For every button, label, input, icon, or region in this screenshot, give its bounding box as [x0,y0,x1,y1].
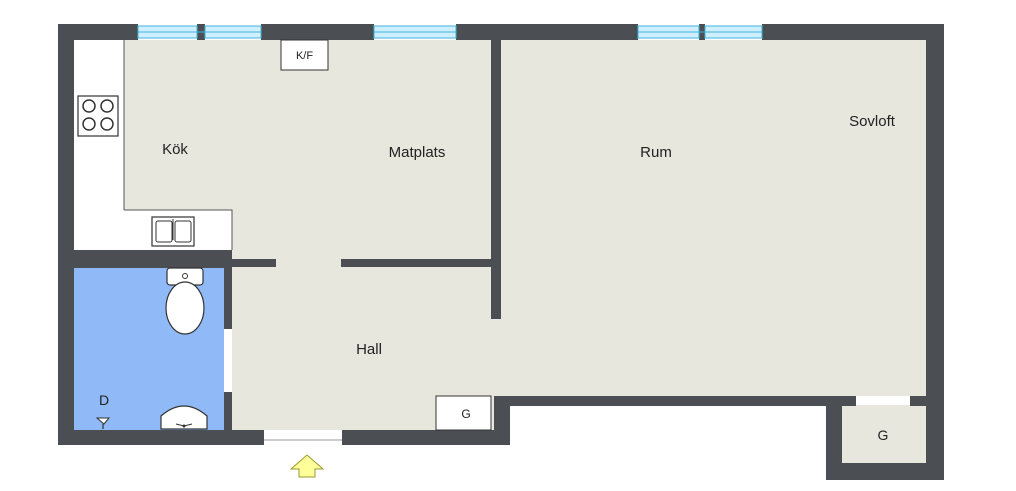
shower-icon [95,417,111,429]
floor-main [124,40,926,430]
wardrobe-hall: G [435,395,492,431]
room-label-kitchen: Kök [162,141,188,158]
room-label-hall: Hall [356,341,382,358]
fridge-freezer-label: K/F [296,50,313,62]
room-label-shower: D [99,392,109,408]
walls [58,24,944,480]
toilet-icon [165,267,205,335]
kitchen-sink-icon [151,216,195,247]
fridge-freezer: K/F [280,39,329,71]
room-label-room: Rum [640,144,672,161]
floor-closet-right [842,405,926,463]
wardrobe-hall-label: G [461,407,470,421]
room-label-loft: Sovloft [849,113,896,130]
room-label-wardrobe-right: G [878,427,889,443]
bathroom-floor [74,268,224,430]
room-label-dining: Matplats [389,144,446,161]
stove-icon [77,95,119,137]
washbasin-icon [160,405,208,430]
windows [137,25,763,39]
entrance-arrow-icon [289,454,325,478]
